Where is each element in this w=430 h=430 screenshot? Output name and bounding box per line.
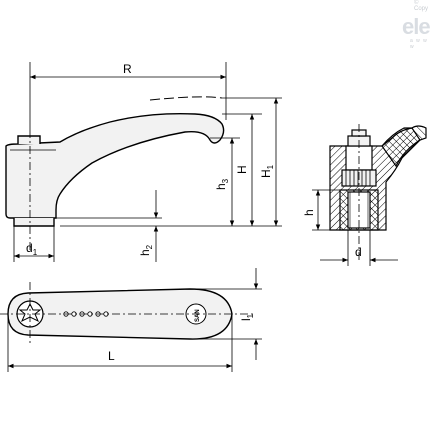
watermark-copyright: © Copy [414, 0, 429, 12]
label-d: d [355, 245, 362, 259]
dim-L [7, 314, 233, 372]
label-h: h [302, 209, 316, 216]
dim-h2 [56, 190, 162, 262]
section-view [329, 125, 427, 231]
dim-l1 [196, 268, 262, 360]
phantom-line [149, 96, 223, 101]
watermark-subtext: a w w w [410, 38, 428, 50]
label-R: R [123, 62, 132, 76]
side-view [5, 112, 225, 227]
label-L: L [108, 349, 115, 363]
dim-d [320, 230, 398, 266]
watermark-logo: ele [402, 14, 430, 39]
label-H: H [235, 165, 249, 174]
label-l1: l1 [239, 313, 255, 321]
label-d1: d1 [26, 241, 38, 257]
dim-h [312, 189, 340, 231]
dim-heights [60, 97, 282, 227]
label-h3: h3 [214, 178, 230, 190]
label-H1: H1 [259, 164, 275, 178]
brand-mark-text: SAN [195, 309, 201, 322]
label-h2: h2 [138, 244, 154, 256]
dim-d1 [13, 226, 55, 262]
dim-R [29, 62, 227, 130]
